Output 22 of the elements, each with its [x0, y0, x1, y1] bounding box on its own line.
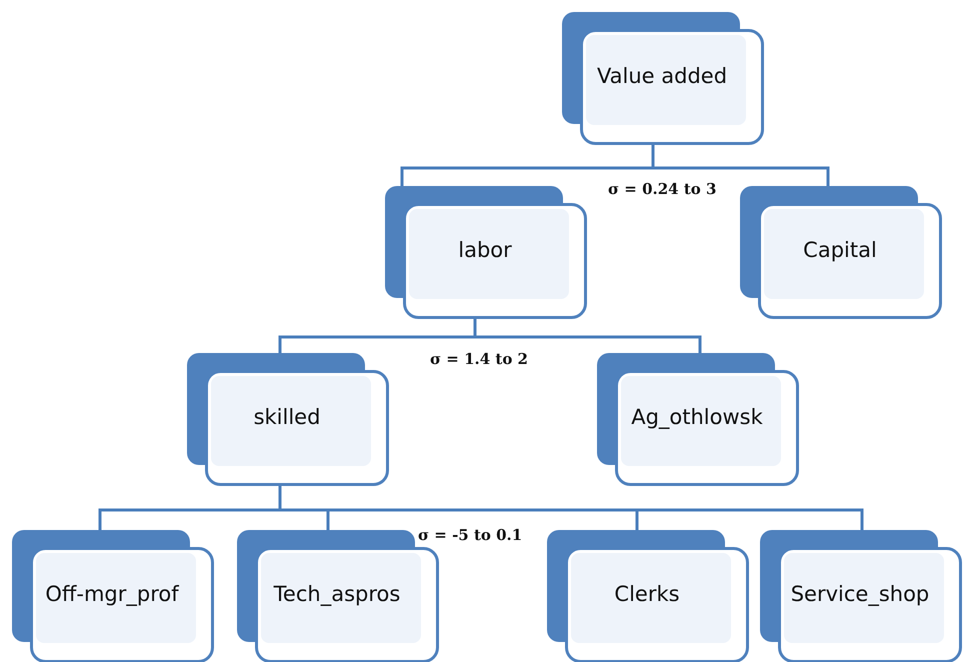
tree-connector [278, 486, 864, 530]
node-label: skilled [252, 404, 322, 431]
node-label: Capital [802, 237, 878, 264]
elasticity-label: σ = 1.4 to 2 [430, 350, 528, 368]
tree-connector [652, 145, 830, 186]
stacked-box [597, 353, 799, 486]
stacked-box [760, 530, 962, 662]
stacked-box [740, 186, 942, 319]
stacked-box [12, 530, 214, 662]
node-label: Off-mgr_prof [44, 581, 180, 608]
node-label: Tech_aspros [272, 581, 402, 608]
elasticity-label: σ = -5 to 0.1 [418, 526, 522, 544]
node-label: Clerks [613, 581, 681, 608]
stacked-box [562, 12, 764, 145]
stacked-box [187, 353, 389, 486]
elasticity-label: σ = 0.24 to 3 [608, 180, 716, 198]
node-label: Ag_othlowsk [630, 404, 764, 431]
node-label: labor [457, 237, 513, 264]
node-label: Value added [596, 63, 728, 90]
stacked-box [385, 186, 587, 319]
stacked-box [547, 530, 749, 662]
node-label: Service_shop [790, 581, 930, 608]
